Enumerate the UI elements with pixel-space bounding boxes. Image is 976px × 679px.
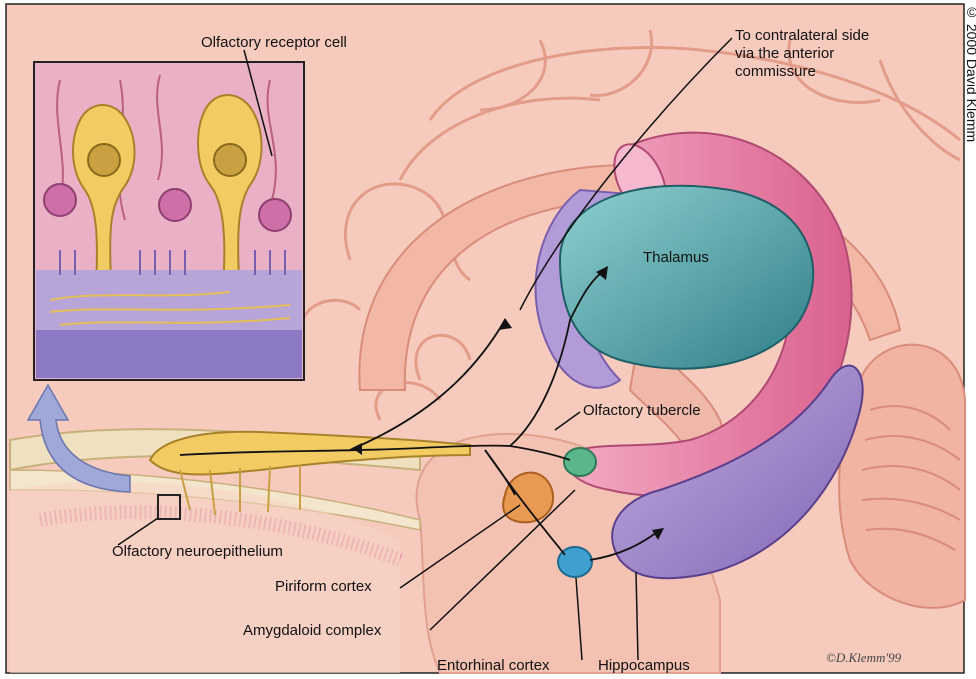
copyright-notice: © 2000 David Klemm bbox=[964, 4, 976, 142]
label-contralateral-line2: via the anterior bbox=[735, 45, 834, 63]
olfactory-tubercle bbox=[564, 448, 596, 476]
label-contralateral-line1: To contralateral side bbox=[735, 27, 869, 45]
label-olfactory-neuroepithelium: Olfactory neuroepithelium bbox=[112, 543, 283, 561]
thalamus bbox=[560, 186, 813, 369]
label-hippocampus: Hippocampus bbox=[598, 657, 690, 675]
receptor-inset bbox=[34, 62, 304, 380]
artist-signature: ©D.Klemm'99 bbox=[826, 650, 901, 666]
label-olfactory-receptor-cell: Olfactory receptor cell bbox=[201, 34, 347, 52]
label-olfactory-tubercle: Olfactory tubercle bbox=[583, 402, 701, 420]
label-contralateral-line3: commissure bbox=[735, 63, 816, 81]
label-amygdaloid-complex: Amygdaloid complex bbox=[243, 622, 381, 640]
label-thalamus: Thalamus bbox=[643, 249, 709, 267]
label-entorhinal-cortex: Entorhinal cortex bbox=[437, 657, 550, 675]
label-piriform-cortex: Piriform cortex bbox=[275, 578, 372, 596]
